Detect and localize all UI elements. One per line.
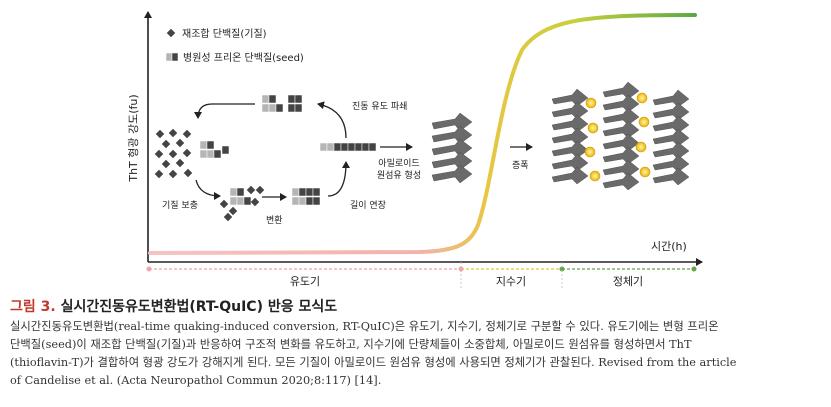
caption-line: (thioflavin-T)가 결합하여 형광 강도가 강해지게 된다. 모든 … [10,356,737,369]
seed-fragment [199,140,230,159]
arrow-cluster-to-conversion [195,179,221,200]
legend: 재조합 단백질(기질) 병원성 프리온 단백질(seed) [165,28,304,64]
figure-caption-body: 실시간진동유도변환법(real-time quaking-induced con… [10,318,822,390]
caption-line: of Candelise et al. (Acta Neuropathol Co… [10,374,382,387]
tht-star [639,166,651,178]
label-conversion: 변환 [266,214,283,226]
x-axis-label: 시간(h) [651,240,687,253]
fibril-stack [652,89,690,186]
phase-band: 유도기 지수기 정체기 [146,262,697,290]
label-fibril-formation-1: 아밀로이드 [378,157,419,169]
cycle-arrows [194,101,533,201]
legend-substrate-diamond [166,28,176,38]
tht-star [638,116,650,128]
arrow-sonication [317,101,347,139]
tht-star [587,122,599,134]
legend-seed-icon [165,52,179,62]
tht-fluorescence-curve [148,13,697,255]
fibril-stack [602,81,640,191]
label-sonication: 진동 유도 파쇄 [352,101,407,112]
label-amplification: 증폭 [512,160,529,171]
tht-star [635,141,647,153]
amyloid-fibril [431,112,473,184]
tht-star [636,92,648,104]
phase-dot [691,266,697,272]
tht-star [589,170,601,182]
legend-substrate-label: 재조합 단백질(기질) [182,28,267,40]
figure-number: 그림 3. [10,299,56,315]
elongated-seed [291,187,321,206]
seed-chain [319,142,377,152]
phase-plateau-label: 정체기 [613,275,643,288]
caption-line: 단백질(seed)이 재조합 단백질(기질)과 반응하여 구조적 변화를 유도하… [10,338,692,351]
tht-star [585,97,597,109]
label-recruitment: 기질 보충 [162,199,198,211]
arrow-sonication-to-cluster [194,103,255,119]
arrow-elongation [327,161,350,197]
phase-dot [458,266,464,272]
tht-star [584,146,596,158]
figure-title: 실시간진동유도변환법(RT-QuIC) 반응 모식도 [60,299,338,315]
phase-lag-label: 유도기 [290,275,320,288]
fibril-stack [551,88,589,185]
sonicated-seed-fragments [261,94,303,113]
conversion-complex [219,185,265,222]
tht-glow-markers [584,92,651,182]
y-axis-label: ThT 형광 강도(fu) [127,94,140,182]
figure-caption-title: 그림 3. 실시간진동유도변환법(RT-QuIC) 반응 모식도 [10,296,337,316]
label-elongation: 길이 연장 [350,200,386,211]
phase-dot [559,266,565,272]
label-fibril-formation-2: 원섬유 형성 [377,170,421,181]
phase-exp-label: 지수기 [496,275,526,288]
substrate-cluster [154,128,193,179]
legend-seed-label: 병원성 프리온 단백질(seed) [183,52,304,64]
caption-line: 실시간진동유도변환법(real-time quaking-induced con… [10,320,719,333]
rt-quic-diagram: ThT 형광 강도(fu) 시간(h) 유도기 지수기 정체기 재조합 단백질(… [127,11,703,290]
amplified-fibrils [551,81,690,191]
phase-dot [146,266,152,272]
